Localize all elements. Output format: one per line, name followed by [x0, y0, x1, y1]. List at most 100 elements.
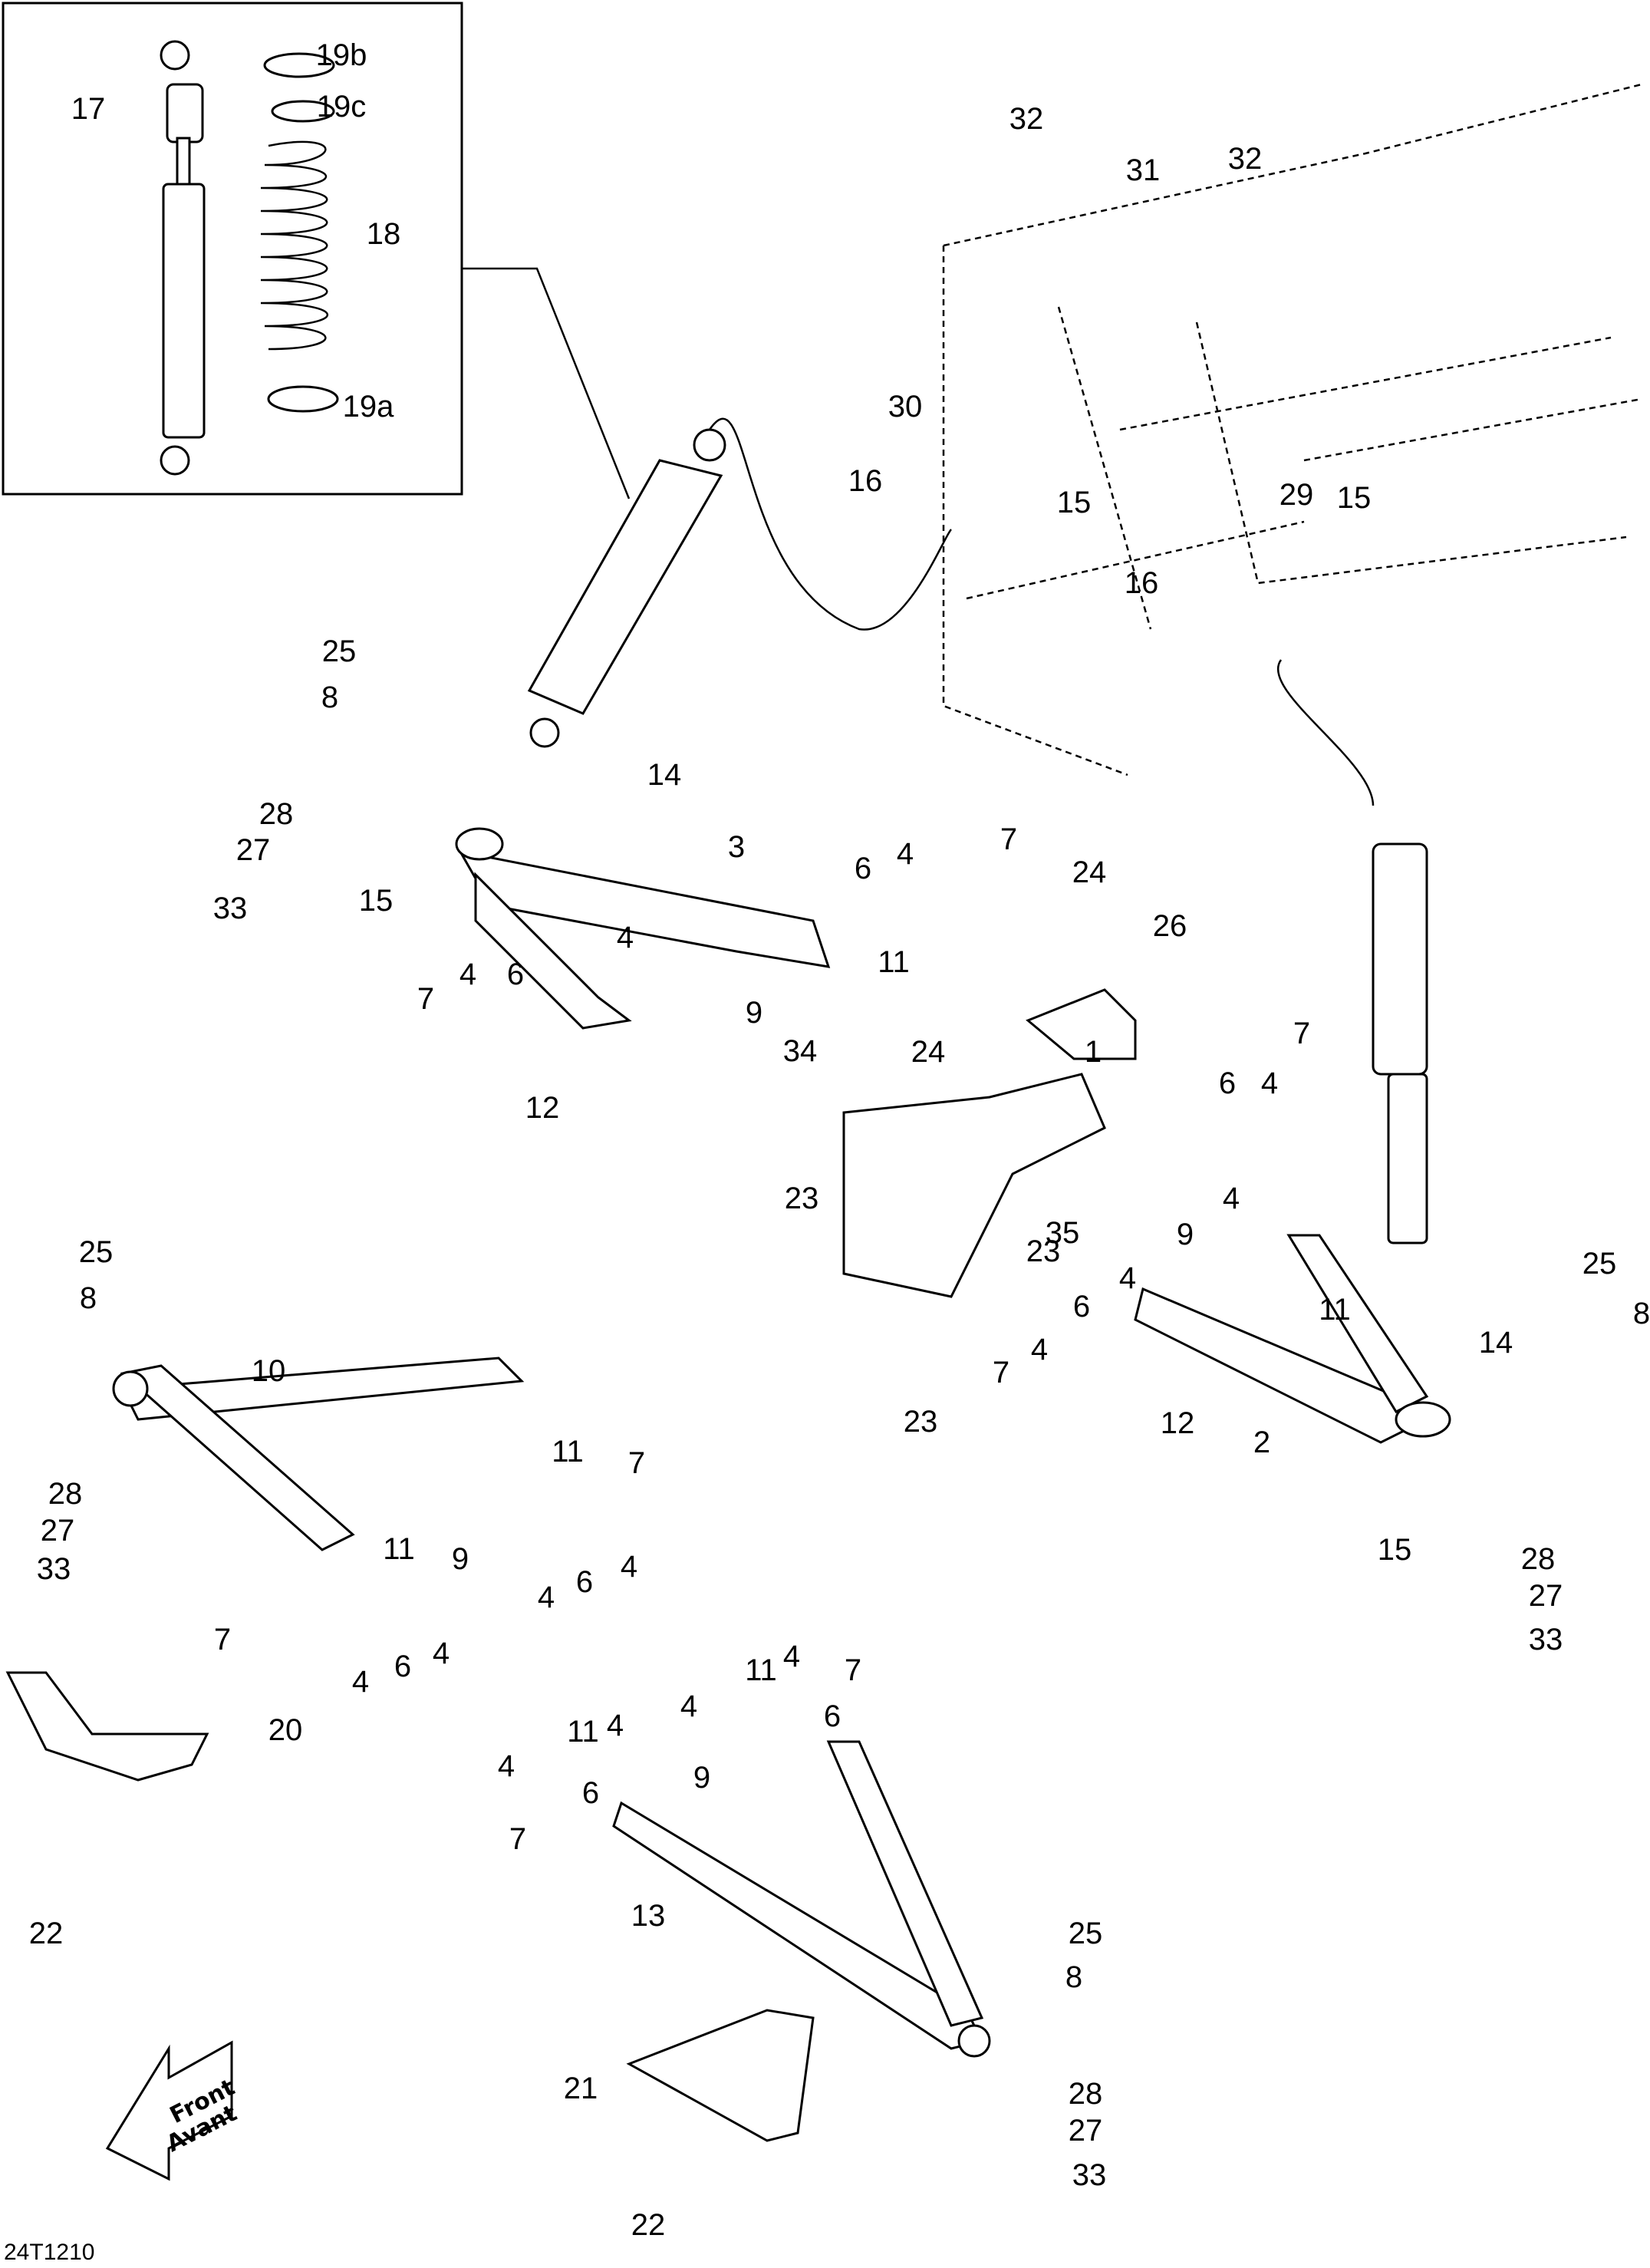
- callout-4: 4: [897, 837, 914, 871]
- callout-6: 6: [824, 1699, 841, 1733]
- vehicle-frame: [942, 83, 1642, 776]
- callout-6: 6: [1073, 1290, 1090, 1324]
- callout-28: 28: [48, 1477, 83, 1511]
- skid-guard-21: [626, 2009, 815, 2142]
- callout-7: 7: [509, 1822, 526, 1856]
- callout-19a: 19a: [343, 390, 394, 424]
- callout-12: 12: [525, 1091, 560, 1125]
- callout-19c: 19c: [317, 90, 367, 124]
- callout-29: 29: [1279, 478, 1314, 512]
- callout-7: 7: [628, 1446, 645, 1480]
- callout-2: 2: [1253, 1426, 1270, 1459]
- callout-11: 11: [552, 1435, 584, 1469]
- callout-7: 7: [1000, 822, 1017, 856]
- guard-26: [1026, 988, 1137, 1060]
- a-arm-2: [1134, 1234, 1451, 1444]
- callout-30: 30: [888, 390, 923, 424]
- callout-15: 15: [1337, 481, 1372, 515]
- front-direction-arrow: Front Avant: [105, 2040, 241, 2181]
- callout-9: 9: [1177, 1218, 1194, 1251]
- callout-28: 28: [1069, 2077, 1103, 2111]
- callout-25: 25: [1582, 1247, 1617, 1281]
- callout-9: 9: [693, 1761, 710, 1795]
- callout-4: 4: [607, 1709, 624, 1742]
- callout-4: 4: [1031, 1333, 1048, 1366]
- callout-7: 7: [845, 1653, 861, 1687]
- shock-route-line-upper: [708, 417, 952, 631]
- callout-23: 23: [1026, 1235, 1061, 1268]
- callout-28: 28: [1521, 1542, 1556, 1576]
- callout-4: 4: [1119, 1261, 1136, 1295]
- callout-11: 11: [567, 1715, 599, 1749]
- callout-25: 25: [322, 635, 357, 668]
- inset-connector: [462, 267, 631, 499]
- callout-7: 7: [1293, 1017, 1310, 1050]
- callout-6: 6: [507, 958, 524, 991]
- callout-32: 32: [1009, 102, 1044, 136]
- callout-16: 16: [848, 464, 883, 498]
- callout-6: 6: [394, 1650, 411, 1683]
- callout-4: 4: [352, 1665, 369, 1699]
- callout-7: 7: [417, 982, 434, 1016]
- spring-18-detail: [260, 52, 339, 413]
- callout-27: 27: [1069, 2114, 1103, 2148]
- callout-18: 18: [367, 217, 401, 251]
- callout-22: 22: [29, 1917, 64, 1950]
- callout-17: 17: [71, 92, 106, 126]
- callout-1: 1: [1085, 1035, 1102, 1069]
- callout-4: 4: [617, 921, 634, 954]
- callout-22: 22: [631, 2208, 666, 2242]
- callout-8: 8: [80, 1281, 97, 1315]
- callout-8: 8: [321, 681, 338, 714]
- callout-7: 7: [214, 1623, 231, 1656]
- callout-7: 7: [993, 1356, 1009, 1389]
- callout-33: 33: [1529, 1623, 1563, 1656]
- callout-26: 26: [1153, 909, 1187, 943]
- callout-33: 33: [37, 1552, 71, 1586]
- callout-6: 6: [1219, 1066, 1236, 1100]
- callout-4: 4: [1223, 1182, 1240, 1215]
- shock-route-line-right: [1277, 659, 1375, 806]
- a-arm-3: [455, 827, 831, 1030]
- callout-4: 4: [459, 958, 476, 991]
- drawing-code: 24T1210: [4, 2240, 94, 2265]
- callout-25: 25: [1069, 1917, 1103, 1950]
- callout-4: 4: [621, 1550, 637, 1584]
- callout-33: 33: [213, 892, 248, 925]
- callout-33: 33: [1072, 2158, 1107, 2192]
- callout-25: 25: [79, 1235, 114, 1269]
- callout-14: 14: [647, 758, 682, 792]
- callout-20: 20: [268, 1713, 303, 1747]
- callout-19b: 19b: [316, 38, 367, 72]
- callout-11: 11: [1319, 1293, 1351, 1327]
- callout-23: 23: [785, 1182, 819, 1215]
- skid-guard-20: [5, 1671, 209, 1782]
- callout-16: 16: [1125, 566, 1159, 600]
- callout-15: 15: [1057, 486, 1092, 519]
- callout-4: 4: [498, 1749, 515, 1783]
- callout-4: 4: [680, 1689, 697, 1723]
- callout-9: 9: [452, 1542, 469, 1576]
- a-arm-10: [112, 1357, 525, 1551]
- callout-9: 9: [746, 996, 762, 1030]
- callout-4: 4: [433, 1637, 450, 1670]
- callout-27: 27: [1529, 1579, 1563, 1613]
- callout-4: 4: [1261, 1066, 1278, 1100]
- callout-11: 11: [383, 1532, 415, 1566]
- callout-21: 21: [564, 2072, 598, 2105]
- callout-34: 34: [783, 1034, 818, 1068]
- callout-12: 12: [1161, 1406, 1195, 1440]
- callout-11: 11: [878, 945, 910, 979]
- callout-6: 6: [576, 1565, 593, 1599]
- callout-8: 8: [1065, 1960, 1082, 1994]
- callout-10: 10: [252, 1354, 286, 1388]
- shock-absorber-assembly-upper: [527, 428, 726, 748]
- callout-3: 3: [728, 830, 745, 864]
- callout-28: 28: [259, 797, 294, 831]
- callout-35: 35: [1046, 1216, 1080, 1250]
- inset-frame: [2, 2, 463, 496]
- callout-15: 15: [359, 884, 394, 918]
- callout-32: 32: [1228, 142, 1263, 176]
